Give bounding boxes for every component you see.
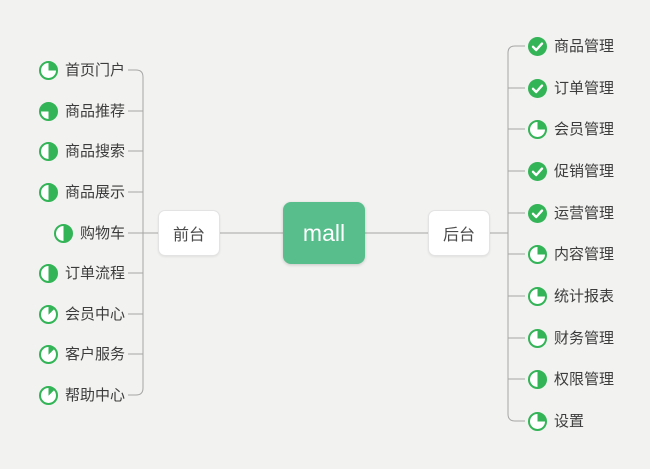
pie-progress-icon — [38, 385, 58, 405]
check-icon — [528, 36, 547, 56]
leaf-node-label: 会员中心 — [64, 305, 125, 323]
leaf-node-label: 商品搜索 — [64, 142, 125, 160]
leaf-node[interactable]: 订单管理 — [528, 77, 614, 99]
leaf-node-label: 运营管理 — [554, 204, 615, 222]
leaf-node[interactable]: 购物车 — [53, 222, 125, 244]
branch-node-backend[interactable]: 后台 — [428, 210, 490, 256]
pie-progress-icon — [38, 60, 58, 80]
leaf-node-label: 会员管理 — [554, 120, 615, 138]
leaf-node-label: 统计报表 — [554, 287, 615, 305]
leaf-node-label: 帮助中心 — [64, 386, 125, 404]
leaf-node[interactable]: 商品展示 — [38, 181, 125, 203]
check-icon — [528, 161, 547, 181]
leaf-node-label: 商品展示 — [64, 183, 125, 201]
leaf-node[interactable]: 首页门户 — [38, 59, 125, 81]
leaf-node-label: 商品管理 — [554, 37, 615, 55]
pie-progress-icon — [53, 223, 73, 243]
leaf-node[interactable]: 商品推荐 — [38, 100, 125, 122]
leaf-node-label: 商品推荐 — [64, 102, 125, 120]
leaf-node-label: 权限管理 — [554, 370, 615, 388]
leaf-node-label: 内容管理 — [554, 245, 615, 263]
leaf-node[interactable]: 客户服务 — [38, 343, 125, 365]
branch-node-frontend-label: 前台 — [172, 227, 205, 244]
pie-progress-icon — [38, 304, 58, 324]
leaf-node[interactable]: 统计报表 — [528, 285, 614, 307]
pie-progress-icon — [38, 263, 58, 283]
leaf-node[interactable]: 会员管理 — [528, 118, 614, 140]
branch-node-backend-label: 后台 — [442, 227, 475, 244]
pie-progress-icon — [528, 369, 547, 389]
branch-node-frontend[interactable]: 前台 — [158, 210, 220, 256]
leaf-node-label: 财务管理 — [554, 329, 615, 347]
check-icon — [528, 78, 547, 98]
leaf-node-label: 订单流程 — [64, 264, 125, 282]
center-node-mall[interactable]: mall — [283, 202, 365, 264]
leaf-node-label: 购物车 — [79, 224, 125, 242]
leaf-node[interactable]: 权限管理 — [528, 368, 614, 390]
pie-progress-icon — [528, 411, 547, 431]
leaf-node[interactable]: 帮助中心 — [38, 384, 125, 406]
leaf-node-label: 促销管理 — [554, 162, 615, 180]
leaf-node[interactable]: 设置 — [528, 410, 584, 432]
pie-progress-icon — [528, 119, 547, 139]
pie-progress-icon — [528, 328, 547, 348]
leaf-node-label: 设置 — [554, 412, 585, 430]
leaf-node-label: 首页门户 — [64, 61, 125, 79]
check-icon — [528, 203, 547, 223]
leaf-node-label: 客户服务 — [64, 345, 125, 363]
pie-progress-icon — [38, 344, 58, 364]
pie-progress-icon — [38, 141, 58, 161]
leaf-node[interactable]: 订单流程 — [38, 262, 125, 284]
leaf-node-label: 订单管理 — [554, 79, 615, 97]
leaf-node[interactable]: 内容管理 — [528, 243, 614, 265]
pie-progress-icon — [528, 244, 547, 264]
pie-progress-icon — [528, 286, 547, 306]
leaf-node[interactable]: 财务管理 — [528, 327, 614, 349]
leaf-node[interactable]: 促销管理 — [528, 160, 614, 182]
leaf-node[interactable]: 商品搜索 — [38, 140, 125, 162]
leaf-node[interactable]: 会员中心 — [38, 303, 125, 325]
pie-progress-icon — [38, 101, 58, 121]
leaf-node[interactable]: 商品管理 — [528, 35, 614, 57]
pie-progress-icon — [38, 182, 58, 202]
center-node-label: mall — [302, 219, 346, 246]
leaf-node[interactable]: 运营管理 — [528, 202, 614, 224]
